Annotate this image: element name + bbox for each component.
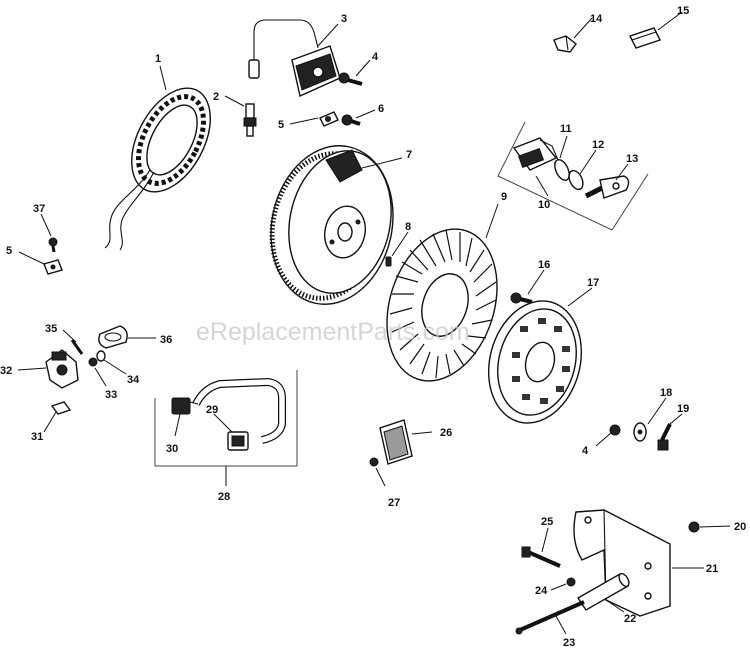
callout-3: 3 <box>341 13 347 25</box>
callout-32: 32 <box>0 365 12 377</box>
part-19-bolt[interactable] <box>657 423 672 451</box>
part-31-bracket[interactable] <box>50 401 72 415</box>
callout-9: 9 <box>501 191 507 203</box>
callout-5-lower: 5 <box>6 245 12 257</box>
part-5-clip-upper[interactable] <box>319 111 339 127</box>
part-2-spark-plug[interactable] <box>243 103 257 137</box>
callout-36: 36 <box>160 334 172 346</box>
part-10-group-lines <box>497 121 649 231</box>
part-3-ignition-module[interactable] <box>248 19 341 97</box>
part-4-nut-lower[interactable] <box>609 424 621 436</box>
callout-29: 29 <box>206 404 218 416</box>
watermark: eReplacementParts.com <box>196 318 470 346</box>
callout-30: 30 <box>166 443 178 455</box>
callout-21: 21 <box>706 563 718 575</box>
callout-23: 23 <box>563 637 575 649</box>
callout-25: 25 <box>541 516 553 528</box>
callout-labels: 1 2 3 4 5 6 7 8 9 10 11 12 13 14 15 16 1… <box>0 5 746 649</box>
callout-8: 8 <box>405 221 411 233</box>
part-35-screw[interactable] <box>70 339 84 355</box>
callout-26: 26 <box>440 427 452 439</box>
callout-16: 16 <box>538 259 550 271</box>
callout-31: 31 <box>31 431 43 443</box>
part-6-screw[interactable] <box>341 114 361 126</box>
part-4-screw-upper[interactable] <box>338 72 363 86</box>
callout-12: 12 <box>592 139 604 151</box>
callout-11: 11 <box>560 123 572 135</box>
part-5-clip-lower[interactable] <box>43 259 63 275</box>
part-34-washer[interactable] <box>96 350 106 362</box>
part-18-washer[interactable] <box>633 422 647 442</box>
callout-37: 37 <box>33 203 45 215</box>
part-14-clip[interactable] <box>553 35 577 53</box>
part-30-connector[interactable] <box>171 397 199 415</box>
callout-22: 22 <box>624 613 636 625</box>
callout-28: 28 <box>218 491 230 503</box>
part-25-bolt[interactable] <box>521 546 561 568</box>
callout-7: 7 <box>406 149 412 161</box>
part-7-flywheel[interactable] <box>257 134 408 315</box>
callout-17: 17 <box>587 277 599 289</box>
part-33-nut[interactable] <box>88 357 98 367</box>
callout-19: 19 <box>677 403 689 415</box>
callout-24: 24 <box>535 585 548 597</box>
callout-5-upper: 5 <box>278 119 284 131</box>
callout-15: 15 <box>677 5 689 17</box>
callout-14: 14 <box>590 13 603 25</box>
part-26-rectifier[interactable] <box>379 419 413 465</box>
callout-35: 35 <box>45 323 57 335</box>
part-13-ignition-key[interactable] <box>584 175 630 199</box>
part-15-fuse[interactable] <box>629 27 661 49</box>
part-8-key[interactable] <box>385 256 392 267</box>
part-20-nut[interactable] <box>688 521 700 533</box>
callout-10: 10 <box>538 199 550 211</box>
callout-27: 27 <box>388 497 400 509</box>
part-29-wire-harness[interactable] <box>192 377 286 451</box>
part-24-nut[interactable] <box>566 577 576 587</box>
part-16-screw[interactable] <box>510 292 533 304</box>
callout-33: 33 <box>105 389 117 401</box>
part-32-switch[interactable] <box>45 349 79 389</box>
part-17-screen[interactable] <box>475 290 594 433</box>
callout-4-lower: 4 <box>582 445 589 457</box>
part-22-spacer[interactable] <box>577 572 631 611</box>
part-27-screw[interactable] <box>369 457 379 467</box>
callout-1: 1 <box>155 53 161 65</box>
part-9-fan[interactable] <box>368 215 515 396</box>
callout-6: 6 <box>378 103 384 115</box>
part-36-plate[interactable] <box>98 325 128 349</box>
part-37-screw[interactable] <box>48 237 58 253</box>
part-23-long-bolt[interactable] <box>515 600 585 635</box>
leader-lines <box>17 11 731 635</box>
callout-20: 20 <box>734 521 746 533</box>
part-11-switch[interactable] <box>512 137 559 171</box>
part-1-stator[interactable] <box>104 75 226 251</box>
callout-2: 2 <box>213 91 219 103</box>
part-12-ring[interactable] <box>552 157 586 191</box>
callout-4-upper: 4 <box>372 51 379 63</box>
callout-34: 34 <box>127 374 140 386</box>
callout-18: 18 <box>660 387 672 399</box>
callout-13: 13 <box>626 153 638 165</box>
